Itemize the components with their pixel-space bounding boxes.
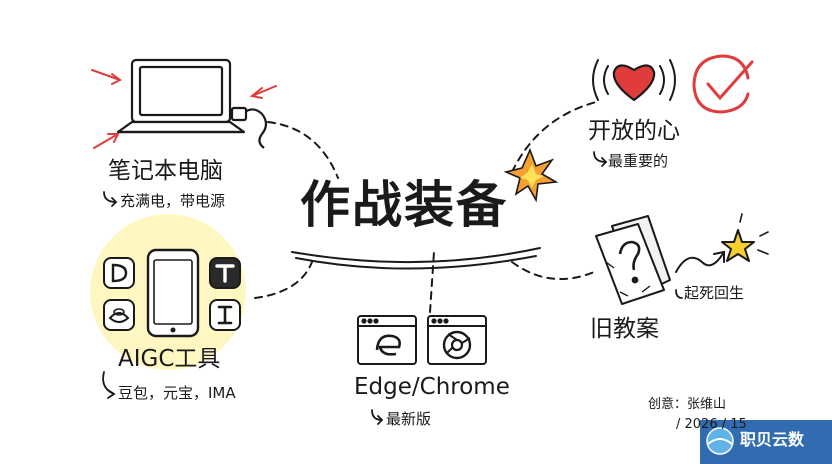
node-browser-title: Edge/Chrome xyxy=(354,374,510,400)
burst-icon xyxy=(503,147,559,203)
credit-date: / 2026 / 15 xyxy=(676,417,747,432)
document-question-icon xyxy=(595,215,671,305)
connector-browser xyxy=(429,251,435,313)
node-lesson-title: 旧教案 xyxy=(590,316,659,342)
connector-aigc xyxy=(254,261,313,299)
check-circle-icon xyxy=(692,54,754,114)
subtitle-arrows xyxy=(102,151,683,425)
connector-lesson xyxy=(511,261,595,281)
node-lesson-subtitle: 起死回生 xyxy=(684,284,745,302)
connector-laptop xyxy=(267,121,339,179)
credit-author: 创意：张维山 xyxy=(648,397,727,412)
title-underline xyxy=(291,247,541,270)
laptop-icon xyxy=(116,58,268,149)
alert-arrows xyxy=(91,69,277,149)
node-heart-title: 开放的心 xyxy=(588,118,680,144)
node-aigc-subtitle: 豆包，元宝，IMA xyxy=(118,384,236,402)
node-browser-subtitle: 最新版 xyxy=(386,410,432,428)
smartphone-icon xyxy=(90,214,246,370)
connector-lines xyxy=(254,101,597,313)
node-heart-subtitle: 最重要的 xyxy=(608,152,669,170)
app-icon-yuanbao xyxy=(103,299,135,331)
heart-icon xyxy=(592,59,676,102)
node-laptop-title: 笔记本电脑 xyxy=(108,158,223,184)
edge-browser-icon xyxy=(357,315,417,365)
star-icon xyxy=(721,213,769,262)
app-icon-doubao xyxy=(103,257,135,289)
watermark-text: 职贝云数 xyxy=(740,430,805,449)
node-aigc-title: AIGC工具 xyxy=(118,346,221,372)
watermark-logo xyxy=(700,420,832,464)
node-laptop-subtitle: 充满电，带电源 xyxy=(120,192,226,210)
center-title: 作战装备 xyxy=(300,176,508,234)
app-icon-t xyxy=(209,257,241,289)
connector-heart xyxy=(511,101,597,173)
app-icon-ima xyxy=(209,299,241,331)
swoosh-arrow xyxy=(675,250,725,273)
chrome-browser-icon xyxy=(427,315,487,365)
